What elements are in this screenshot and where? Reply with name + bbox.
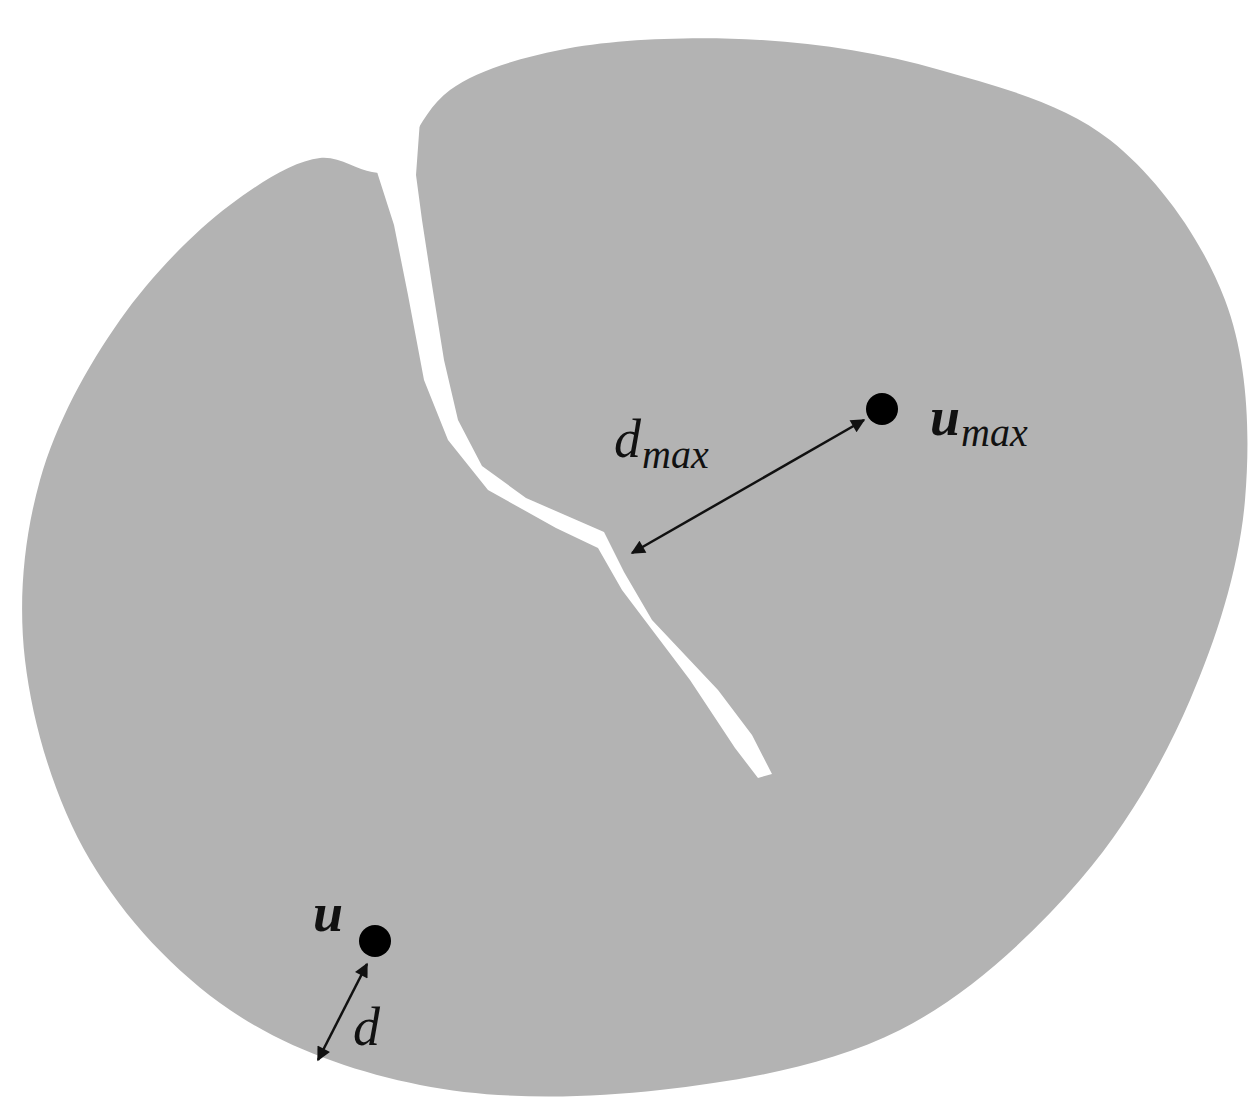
- body-outline: [22, 38, 1247, 1096]
- crack-gap: [365, 120, 772, 778]
- distance-arrow: [632, 420, 864, 553]
- distance-symbol: d: [353, 1000, 380, 1054]
- crack: [365, 120, 772, 778]
- body-region: [22, 38, 1247, 1096]
- distance-symbol: d: [614, 412, 641, 466]
- subscript: max: [642, 435, 709, 475]
- point-dot: [359, 925, 391, 957]
- point-dot: [866, 393, 898, 425]
- point-symbol: u: [930, 390, 960, 444]
- point-symbol: u: [313, 886, 343, 940]
- subscript: max: [961, 413, 1028, 453]
